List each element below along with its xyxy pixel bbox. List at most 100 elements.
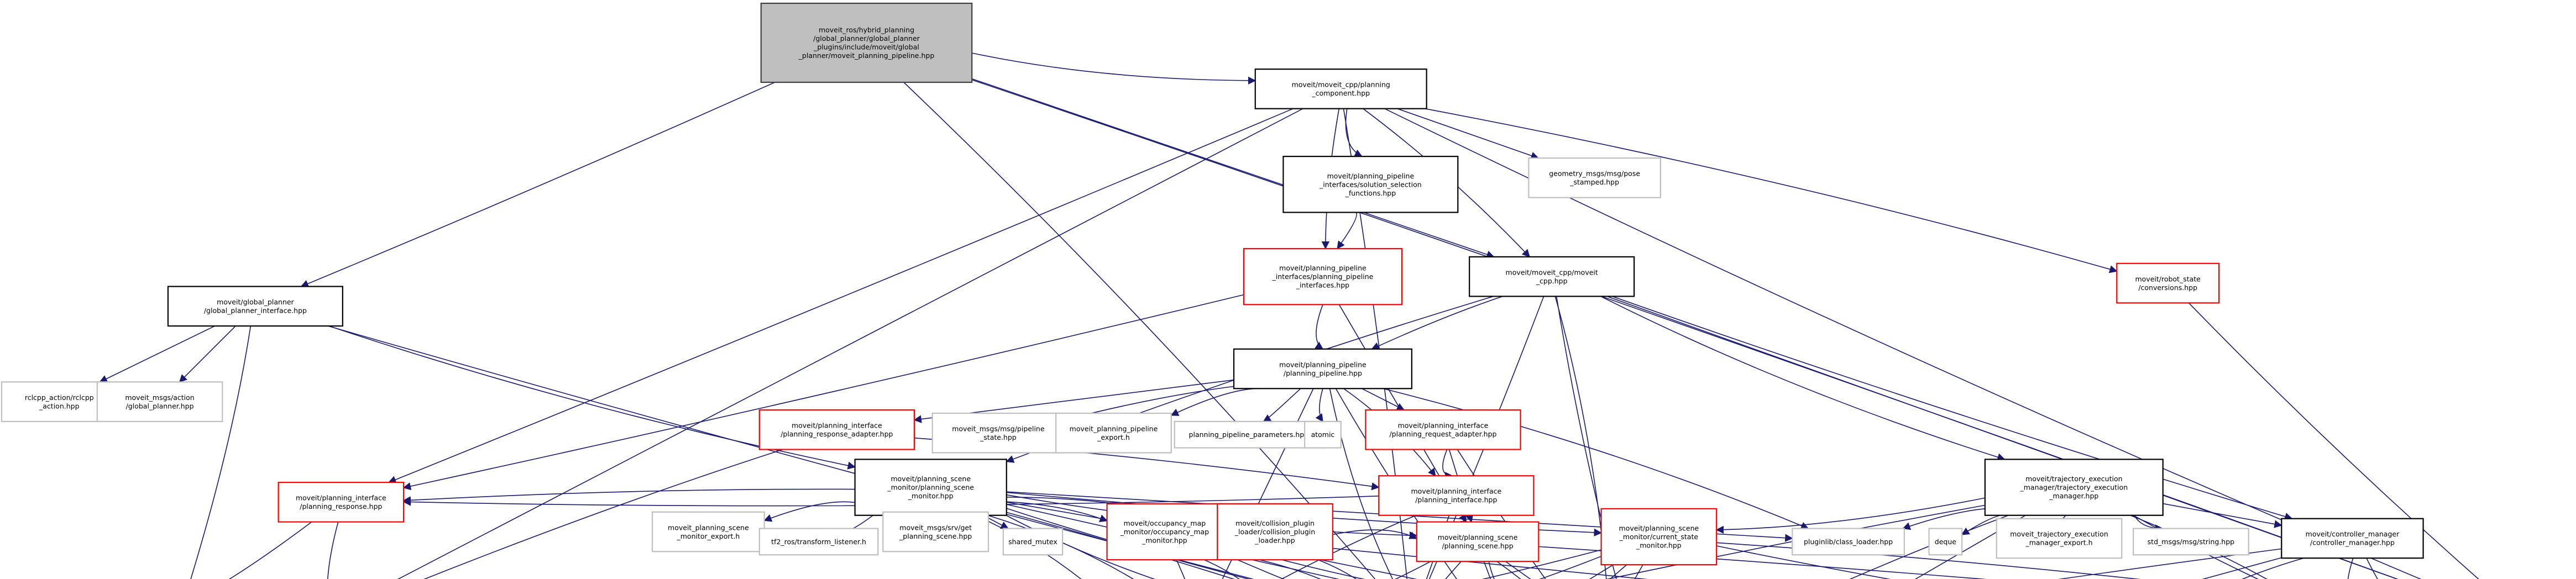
edge-gpi-to-mpr <box>190 325 252 579</box>
edge-root-to-pc <box>972 52 1256 85</box>
node-box <box>2281 518 2424 559</box>
edge-tem-to-rclcpp <box>1606 504 1986 579</box>
edge-ps-to-mutex <box>1395 561 1431 579</box>
graph-node-cm[interactable]: moveit/controller_manager/controller_man… <box>2281 518 2424 559</box>
graph-node-pp[interactable]: moveit/planning_pipeline/planning_pipeli… <box>1233 348 1412 389</box>
graph-node-smutex[interactable]: shared_mutex <box>1002 528 1064 556</box>
edge-csm-to-string <box>1609 564 1627 579</box>
node-label-line: _state.hpp <box>980 433 1017 441</box>
node-label-line: moveit_msgs/action <box>125 393 194 402</box>
node-label-line: _stamped.hpp <box>1569 178 1619 186</box>
node-label-line: /global_planner/global_planner <box>813 34 920 43</box>
edge-tem-to-cm <box>2163 503 2282 528</box>
node-label-line: moveit/planning_scene <box>891 475 971 483</box>
graph-node-tem[interactable]: moveit/trajectory_execution_manager/traj… <box>1984 459 2164 516</box>
edge-gpi-to-gpact <box>179 325 236 383</box>
edge-pp-to-ppparams <box>1263 388 1301 422</box>
edge-csm-to-js <box>1716 545 1891 579</box>
graph-node-pls[interactable]: moveit_msgs/msg/pipeline_state.hpp <box>931 412 1065 454</box>
node-label-line: /global_planner.hpp <box>126 402 194 410</box>
edge-pc-to-presp <box>388 108 1294 483</box>
edge-ssf-to-ppi <box>1337 212 1357 250</box>
edge-ps-to-cf <box>1496 561 1521 579</box>
node-label-line: moveit_trajectory_execution <box>2010 530 2108 538</box>
graph-node-gpi[interactable]: moveit/global_planner/global_planner_int… <box>167 286 343 327</box>
node-label-line: moveit/collision_plugin <box>1235 519 1315 528</box>
graph-node-csm[interactable]: moveit/planning_scene_monitor/current_st… <box>1600 508 1718 566</box>
node-box <box>760 2 973 83</box>
node-label-line: moveit_msgs/msg/pipeline <box>952 424 1045 433</box>
graph-node-atomic[interactable]: atomic <box>1304 420 1342 449</box>
edge-psm-to-presp <box>402 488 855 504</box>
edge-pc-to-geo <box>1397 108 1540 160</box>
edge-ps-to-thread <box>1488 561 1495 579</box>
node-label-line: rclcpp_action/rclcpp <box>25 393 94 402</box>
graph-node-ppparams[interactable]: planning_pipeline_parameters.hpp <box>1174 420 1324 449</box>
edge-psm-to-cf <box>1006 512 1235 579</box>
graph-node-mcpp[interactable]: moveit/moveit_cpp/moveit_cpp.hpp <box>1469 256 1635 297</box>
graph-node-pif[interactable]: moveit/planning_interface/planning_inter… <box>1378 475 1535 516</box>
node-box <box>931 412 1065 454</box>
graph-node-temexp[interactable]: moveit_trajectory_execution_manager_expo… <box>1996 518 2123 559</box>
graph-node-pra[interactable]: moveit/planning_interface/planning_respo… <box>758 409 915 450</box>
node-label-line: _component.hpp <box>1311 89 1370 97</box>
graph-node-ocm[interactable]: moveit/occupancy_map_monitor/occupancy_m… <box>1106 503 1223 561</box>
graph-node-conv[interactable]: moveit/robot_state/conversions.hpp <box>2116 262 2220 304</box>
node-label-line: _planning_scene.hpp <box>899 532 972 540</box>
graph-node-root[interactable]: moveit_ros/hybrid_planning/global_planne… <box>760 2 973 83</box>
edge-cm-to-string <box>2057 548 2282 579</box>
edge-ps-to-rm <box>1505 561 1531 579</box>
edge-psm-to-psmexp <box>763 501 855 522</box>
node-box <box>1996 518 2123 559</box>
graph-node-ps[interactable]: moveit/planning_scene/planning_scene.hpp <box>1416 521 1540 562</box>
edge-ppi-to-pp <box>1315 304 1324 350</box>
node-label-line: moveit_ros/hybrid_planning <box>819 26 914 34</box>
node-label-line: geometry_msgs/msg/pose <box>1549 170 1640 178</box>
edge-ppi-to-presp <box>402 294 1244 491</box>
graph-node-psmexp[interactable]: moveit_planning_scene_monitor_export.h <box>651 511 765 552</box>
node-box <box>1984 459 2164 516</box>
node-label-line: moveit/occupancy_map <box>1124 519 1206 528</box>
node-label-line: _manager.hpp <box>2049 492 2098 500</box>
graph-node-tfl[interactable]: tf2_ros/transform_listener.h <box>758 528 879 556</box>
node-label-line: /conversions.hpp <box>2138 283 2197 292</box>
graph-node-preqa[interactable]: moveit/planning_interface/planning_reque… <box>1365 409 1521 450</box>
graph-node-psm[interactable]: moveit/planning_scene_monitor/planning_s… <box>854 459 1007 516</box>
node-label-line: moveit/planning_pipeline <box>1279 360 1366 369</box>
edge-csm-to-mutex <box>1481 549 1601 579</box>
graph-node-ppexp[interactable]: moveit_planning_pipeline_export.h <box>1055 412 1172 454</box>
node-label-line: _export.h <box>1097 433 1130 441</box>
graph-node-stdstr[interactable]: std_msgs/msg/string.hpp <box>2133 528 2249 556</box>
graph-node-geo[interactable]: geometry_msgs/msg/pose_stamped.hpp <box>1528 157 1661 198</box>
node-label-line: moveit/planning_scene <box>1438 533 1518 541</box>
node-label-line: moveit/planning_interface <box>1398 422 1489 430</box>
graph-node-deque[interactable]: deque <box>1928 528 1963 556</box>
graph-node-cpl[interactable]: moveit/collision_plugin_loader/collision… <box>1217 503 1333 561</box>
graph-node-ppi[interactable]: moveit/planning_pipeline_interfaces/plan… <box>1243 248 1403 306</box>
edge-tem-to-pcl <box>1902 508 1985 530</box>
graph-node-gpact[interactable]: moveit_msgs/action/global_planner.hpp <box>96 381 223 422</box>
node-label-line: _manager/trajectory_execution <box>2019 483 2128 492</box>
graph-node-gps[interactable]: moveit_msgs/srv/get_planning_scene.hpp <box>882 511 989 552</box>
graph-node-presp[interactable]: moveit/planning_interface/planning_respo… <box>278 482 405 523</box>
node-label-line: _functions.hpp <box>1345 189 1396 197</box>
edge-cpl-to-rclcpp <box>1318 559 1357 579</box>
graph-node-pcl[interactable]: pluginlib/class_loader.hpp <box>1792 528 1905 556</box>
edge-ocm-to-mutex <box>1203 559 1240 579</box>
edge-csm-to-tfbuf <box>1634 564 1643 579</box>
edge-mcpp-to-tem <box>1600 296 2006 461</box>
edge-mcpp-to-cm <box>1612 296 2293 520</box>
edge-psm-to-thread <box>1006 504 1339 579</box>
graph-node-ssf[interactable]: moveit/planning_pipeline_interfaces/solu… <box>1282 156 1459 213</box>
node-box <box>758 409 915 450</box>
edge-presp-to-mec <box>327 522 339 579</box>
edge-pp-to-atomic <box>1315 388 1323 423</box>
graph-node-pc[interactable]: moveit/moveit_cpp/planning_component.hpp <box>1254 69 1427 109</box>
edge-gpi-to-rclcpp <box>328 325 1254 579</box>
node-box <box>1055 412 1172 454</box>
node-box <box>167 286 343 327</box>
edge-conv-to-rs <box>2188 302 2479 579</box>
node-box <box>1378 475 1535 516</box>
node-label-line: _manager_export.h <box>2025 539 2092 547</box>
